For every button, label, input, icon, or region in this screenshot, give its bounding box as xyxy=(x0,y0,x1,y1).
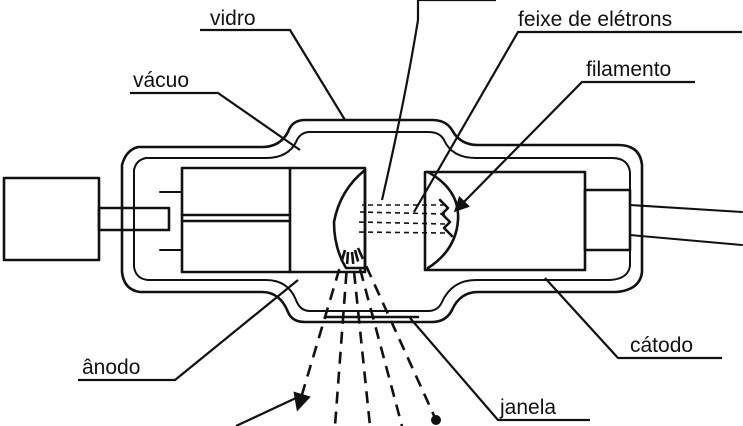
anode-terminal-block xyxy=(2,176,101,262)
label-janela: janela xyxy=(499,396,556,419)
label-catodo: cátodo xyxy=(630,334,693,357)
label-anodo: ânodo xyxy=(82,356,140,379)
electron-beam xyxy=(355,204,446,234)
label-vacuo: vácuo xyxy=(133,69,189,92)
glass-envelope-inner xyxy=(133,131,631,312)
anode-terminal-stem xyxy=(97,206,171,232)
label-vidro: vidro xyxy=(210,7,256,30)
cathode-cup xyxy=(426,170,460,270)
anode-target xyxy=(332,168,367,270)
cathode-terminal xyxy=(583,188,632,252)
glass-envelope-outer xyxy=(120,118,644,324)
cathode-wire-2 xyxy=(629,234,743,246)
leader-lines xyxy=(78,0,742,426)
x-ray-beam xyxy=(293,247,441,426)
label-filamento: filamento xyxy=(586,58,671,81)
label-feixe: feixe de elétrons xyxy=(518,8,672,31)
filament xyxy=(438,198,454,238)
cathode-wire-1 xyxy=(629,204,743,213)
